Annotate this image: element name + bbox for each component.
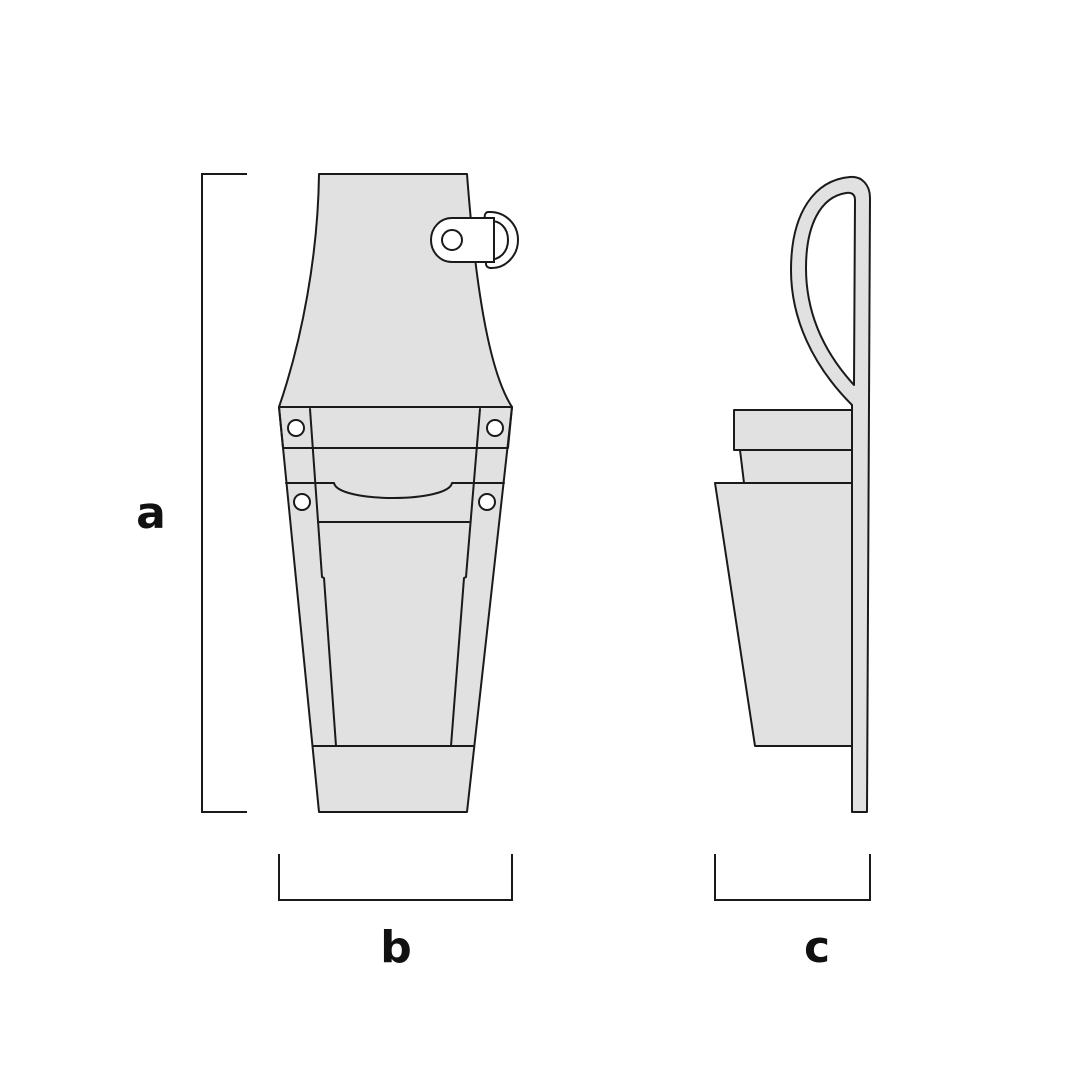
dimension-b-bracket: [278, 854, 513, 901]
front-inner-left-strap: [309, 408, 337, 747]
dimension-c-bracket: [714, 854, 871, 901]
front-top-band: [278, 406, 513, 449]
rivet-icon: [293, 493, 311, 511]
front-upper-flap: [278, 173, 513, 408]
rivet-icon: [478, 493, 496, 511]
side-view: [714, 175, 871, 813]
side-inner-step: [739, 449, 853, 484]
side-pouch-body: [714, 482, 853, 747]
dimension-a-label: a: [136, 488, 166, 539]
rivet-icon: [287, 419, 305, 437]
tab-rivet-icon: [441, 229, 463, 251]
front-panel-notch: [285, 482, 505, 499]
dimension-b-label: b: [380, 922, 412, 973]
rivet-icon: [486, 419, 504, 437]
side-top-cuff: [733, 409, 853, 451]
side-belt-loop: [790, 175, 871, 813]
front-inner-right-strap: [450, 408, 481, 747]
dimension-c-label: c: [803, 922, 831, 973]
front-view: [278, 173, 520, 813]
dimension-a-bracket: [201, 173, 247, 813]
